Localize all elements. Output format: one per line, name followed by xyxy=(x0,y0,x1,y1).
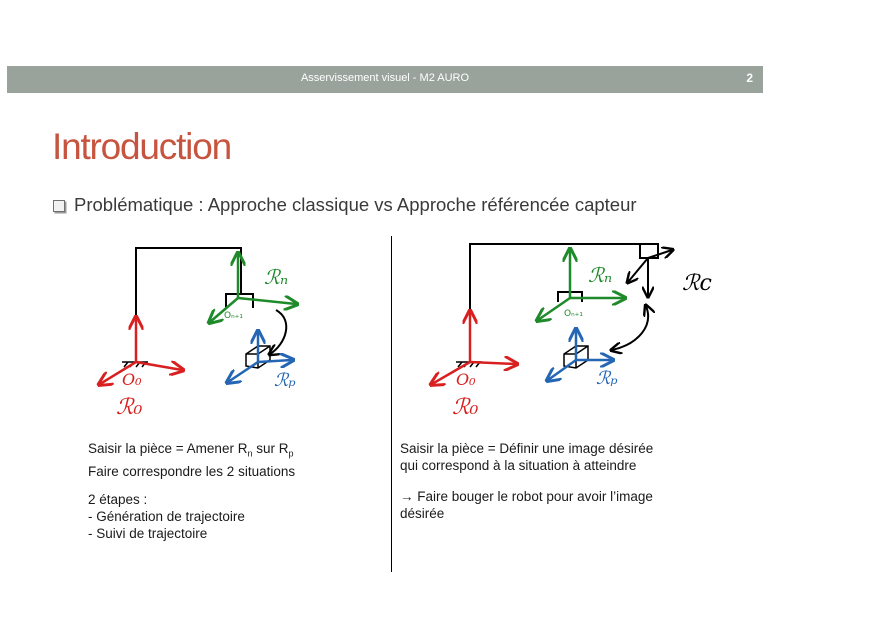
svg-text:ℛₚ: ℛₚ xyxy=(274,370,296,391)
caption-left-line4: - Génération de trajectoire xyxy=(88,508,245,524)
svg-text:ℛₙ: ℛₙ xyxy=(588,263,612,287)
checkbox-bullet-icon xyxy=(53,200,65,212)
caption-right-line4: désirée xyxy=(400,506,445,521)
svg-text:O₀: O₀ xyxy=(456,370,476,389)
svg-text:Oₙ₊₁: Oₙ₊₁ xyxy=(564,309,583,319)
svg-text:ℛ₀: ℛ₀ xyxy=(116,395,143,420)
caption-right-line3: → Faire bouger le robot pour avoir l’ima… xyxy=(400,489,653,504)
classical-approach-diagram: O₀ ℛ₀ ℛₙ Oₙ₊₁ ℛₚ xyxy=(88,247,318,420)
bullet-item: Problématique : Approche classique vs Ap… xyxy=(53,194,637,216)
page-number: 2 xyxy=(746,71,753,85)
bullet-text: Problématique : Approche classique vs Ap… xyxy=(74,194,637,215)
sensor-approach-caption: Saisir la pièce = Définir une image dési… xyxy=(400,440,653,522)
caption-left-line1: Saisir la pièce = Amener Rn sur Rp xyxy=(88,441,294,459)
svg-text:ℛ₀: ℛ₀ xyxy=(452,395,479,420)
sensor-based-approach-diagram: O₀ ℛ₀ ℛₙ Oₙ₊₁ ℛc ℛₚ xyxy=(418,243,712,420)
caption-left-line5: - Suivi de trajectoire xyxy=(88,525,208,541)
header-title: Asservissement visuel - M2 AURO xyxy=(300,72,470,84)
header-bar: Asservissement visuel - M2 AURO 2 xyxy=(7,66,763,93)
slide-title: Introduction xyxy=(52,126,232,167)
caption-left-line2: Faire correspondre les 2 situations xyxy=(88,463,296,479)
caption-right-line2: qui correspond à la situation à atteindr… xyxy=(400,458,637,473)
svg-text:O₀: O₀ xyxy=(122,370,142,389)
svg-text:ℛₚ: ℛₚ xyxy=(596,368,618,389)
svg-text:ℛₙ: ℛₙ xyxy=(264,265,288,289)
svg-text:Oₙ₊₁: Oₙ₊₁ xyxy=(224,311,243,321)
caption-left-line3: 2 étapes : xyxy=(88,491,148,507)
column-divider xyxy=(391,236,392,572)
caption-right-line1: Saisir la pièce = Définir une image dési… xyxy=(400,441,654,456)
classical-approach-caption: Saisir la pièce = Amener Rn sur Rp Faire… xyxy=(88,440,295,542)
svg-text:ℛc: ℛc xyxy=(682,271,712,296)
